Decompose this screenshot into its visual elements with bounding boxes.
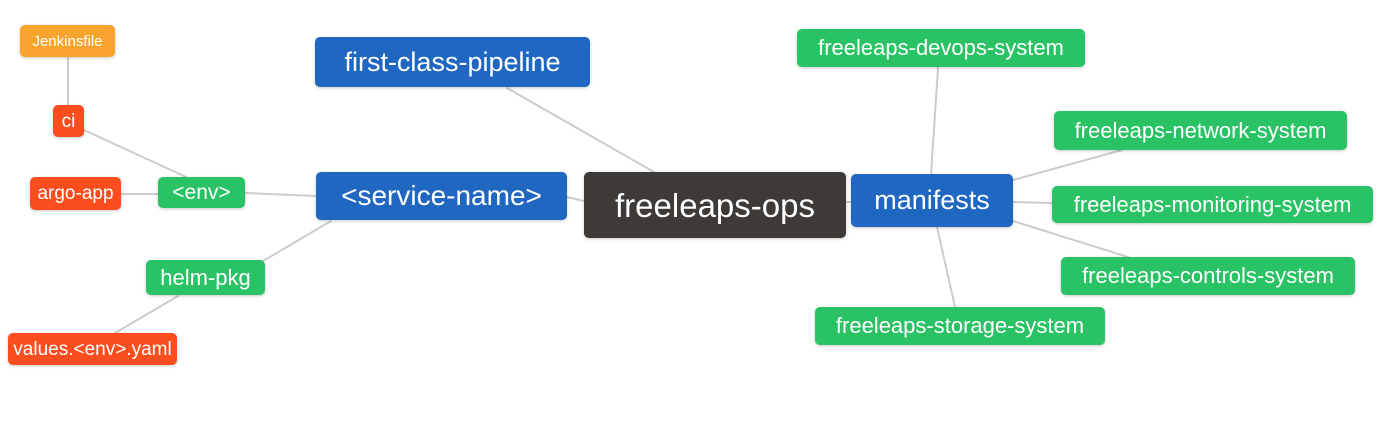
node-values-env-yaml[interactable]: values.<env>.yaml [8,333,177,365]
node-argo-app[interactable]: argo-app [30,177,121,210]
edge-ci-to-env [83,129,187,178]
edge-helm-pkg-to-service-name [262,220,332,262]
node-freeleaps-network-system[interactable]: freeleaps-network-system [1054,111,1347,150]
node-freeleaps-storage-system[interactable]: freeleaps-storage-system [815,307,1105,345]
edge-manifests-to-freeleaps-monitoring-system [1012,201,1053,204]
edge-service-name-to-freeleaps-ops [566,196,585,202]
node-ci[interactable]: ci [53,105,84,137]
edge-manifests-to-freeleaps-devops-system [930,67,939,176]
node-freeleaps-ops[interactable]: freeleaps-ops [584,172,846,238]
edge-values-env-yaml-to-helm-pkg [114,295,179,334]
node-jenkinsfile[interactable]: Jenkinsfile [20,25,115,57]
node-first-class-pipeline[interactable]: first-class-pipeline [315,37,590,87]
node-freeleaps-devops-system[interactable]: freeleaps-devops-system [797,29,1085,67]
edge-env-to-service-name [244,192,317,197]
node-manifests[interactable]: manifests [851,174,1013,227]
node-freeleaps-monitoring-system[interactable]: freeleaps-monitoring-system [1052,186,1373,223]
node-service-name[interactable]: <service-name> [316,172,567,220]
node-env[interactable]: <env> [158,177,245,208]
edge-manifests-to-freeleaps-controls-system [1012,220,1129,258]
edge-first-class-pipeline-to-freeleaps-ops [506,87,655,173]
node-freeleaps-controls-system[interactable]: freeleaps-controls-system [1061,257,1355,295]
node-helm-pkg[interactable]: helm-pkg [146,260,265,295]
edge-manifests-to-freeleaps-storage-system [936,226,956,308]
edge-manifests-to-freeleaps-network-system [1012,149,1123,181]
